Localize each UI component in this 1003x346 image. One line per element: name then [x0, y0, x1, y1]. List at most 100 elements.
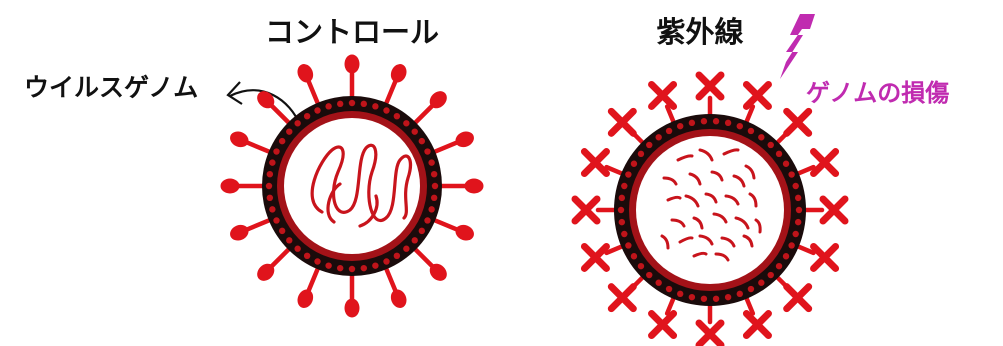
uv-virus: [571, 71, 849, 346]
control-spike: [437, 178, 484, 194]
control-shell-dot: [278, 227, 286, 235]
uv-shell-dot: [637, 262, 645, 270]
control-spike: [411, 91, 447, 127]
uv-genome-fragment: [692, 251, 708, 258]
control-shell-dot: [266, 194, 274, 202]
control-spike: [257, 245, 293, 281]
control-shell-dot: [411, 128, 418, 135]
uv-spike: [695, 71, 725, 119]
control-shell-dot: [348, 99, 356, 107]
control-shell-dot: [294, 245, 301, 252]
control-shell-dot: [336, 264, 344, 272]
control-shell-dot: [303, 112, 311, 120]
control-spike: [297, 265, 321, 308]
uv-shell-dot: [625, 242, 632, 249]
control-spikes: [220, 54, 484, 318]
uv-shell-dot: [665, 127, 673, 135]
uv-genome-fragment: [744, 164, 756, 180]
uv-spike: [580, 148, 626, 178]
uv-spike: [571, 195, 619, 225]
uv-spike: [774, 274, 813, 313]
uv-genome-fragment: [684, 194, 700, 208]
uv-spike: [580, 242, 626, 272]
uv-genome-fragment: [748, 192, 758, 208]
uv-shell-dots: [617, 118, 803, 302]
control-virus: [220, 54, 484, 318]
control-shell-dot: [265, 182, 273, 190]
genome-damage-label: ゲノムの損傷: [806, 79, 949, 107]
control-spike: [257, 91, 293, 127]
uv-shell-dot: [758, 279, 765, 286]
control-shell-dot: [431, 182, 439, 190]
x-mark-icon: [695, 319, 725, 346]
uv-shell-dot: [792, 230, 799, 238]
uv-genome-fragment: [722, 148, 740, 156]
x-mark-icon: [742, 310, 772, 340]
control-spike: [383, 265, 407, 308]
uv-shell-dot: [630, 253, 638, 260]
uv-shell-dot: [665, 285, 673, 293]
uv-spike: [794, 242, 840, 272]
uv-shell-dot: [788, 171, 795, 178]
uv-genome-fragment: [698, 234, 714, 246]
viral-genome-label: ウイルスゲノム: [24, 73, 198, 102]
control-shell-dot: [266, 170, 274, 178]
control-spike: [297, 64, 321, 107]
uv-shell-dot: [618, 194, 626, 202]
uv-shell-dot: [676, 122, 684, 130]
uv-genome-fragment: [698, 148, 714, 162]
control-shell-dots: [265, 99, 439, 273]
uv-shell-dot: [792, 182, 799, 190]
control-spike: [344, 271, 360, 318]
x-mark-icon: [695, 71, 725, 101]
uv-shell-dot: [630, 160, 638, 167]
x-mark-icon: [580, 242, 610, 272]
uv-genome-fragment: [734, 216, 750, 230]
uv-spike: [742, 80, 772, 126]
control-shell-dot: [269, 206, 276, 213]
uv-shell-dot: [621, 182, 628, 190]
control-shell-dot: [303, 252, 311, 260]
uv-shell-dot: [736, 122, 744, 130]
uv-shell-dot: [688, 293, 696, 301]
uv-spike: [794, 148, 840, 178]
control-shell-dot: [411, 237, 418, 244]
control-label: コントロール: [265, 15, 439, 49]
x-mark-icon: [580, 148, 610, 178]
uv-genome-fragment: [712, 212, 728, 224]
uv-shell-dot: [712, 118, 720, 125]
uv-label: 紫外線: [656, 15, 743, 49]
control-spike: [230, 217, 273, 241]
uv-spike: [774, 107, 813, 146]
uv-genome-fragments: [660, 148, 762, 262]
control-shell-dot: [424, 148, 431, 155]
x-mark-icon: [783, 107, 813, 137]
x-mark-icon: [648, 310, 678, 340]
x-mark-icon: [783, 283, 813, 313]
control-shell-dot: [360, 264, 368, 272]
control-shell-dot: [372, 262, 379, 269]
uv-genome-fragment: [678, 236, 694, 244]
control-shell-dot: [372, 103, 379, 110]
control-shell-dot: [325, 262, 332, 269]
uv-shell-dot: [782, 253, 790, 260]
uv-spike: [648, 80, 678, 126]
control-shell-dot: [360, 100, 368, 108]
control-shell-dot: [403, 120, 410, 127]
uv-shell-dot: [637, 150, 645, 158]
genome-pointer-arrowhead: [226, 81, 243, 105]
control-core: [284, 118, 420, 254]
uv-shell-dot: [688, 119, 696, 127]
uv-shell-dot: [712, 295, 720, 302]
control-shell-dot: [383, 258, 390, 265]
control-shell-dot: [393, 252, 401, 260]
uv-genome-fragment: [732, 174, 746, 188]
uv-shell-dot: [618, 218, 626, 226]
uv-genome-fragment: [670, 218, 686, 228]
uv-shell-dot: [775, 262, 783, 270]
control-spike: [220, 178, 267, 194]
control-shell-dot: [273, 148, 280, 155]
lightning-bolt-icon: [780, 14, 815, 79]
uv-spikes: [571, 71, 849, 346]
uv-shell-dot: [700, 295, 708, 302]
